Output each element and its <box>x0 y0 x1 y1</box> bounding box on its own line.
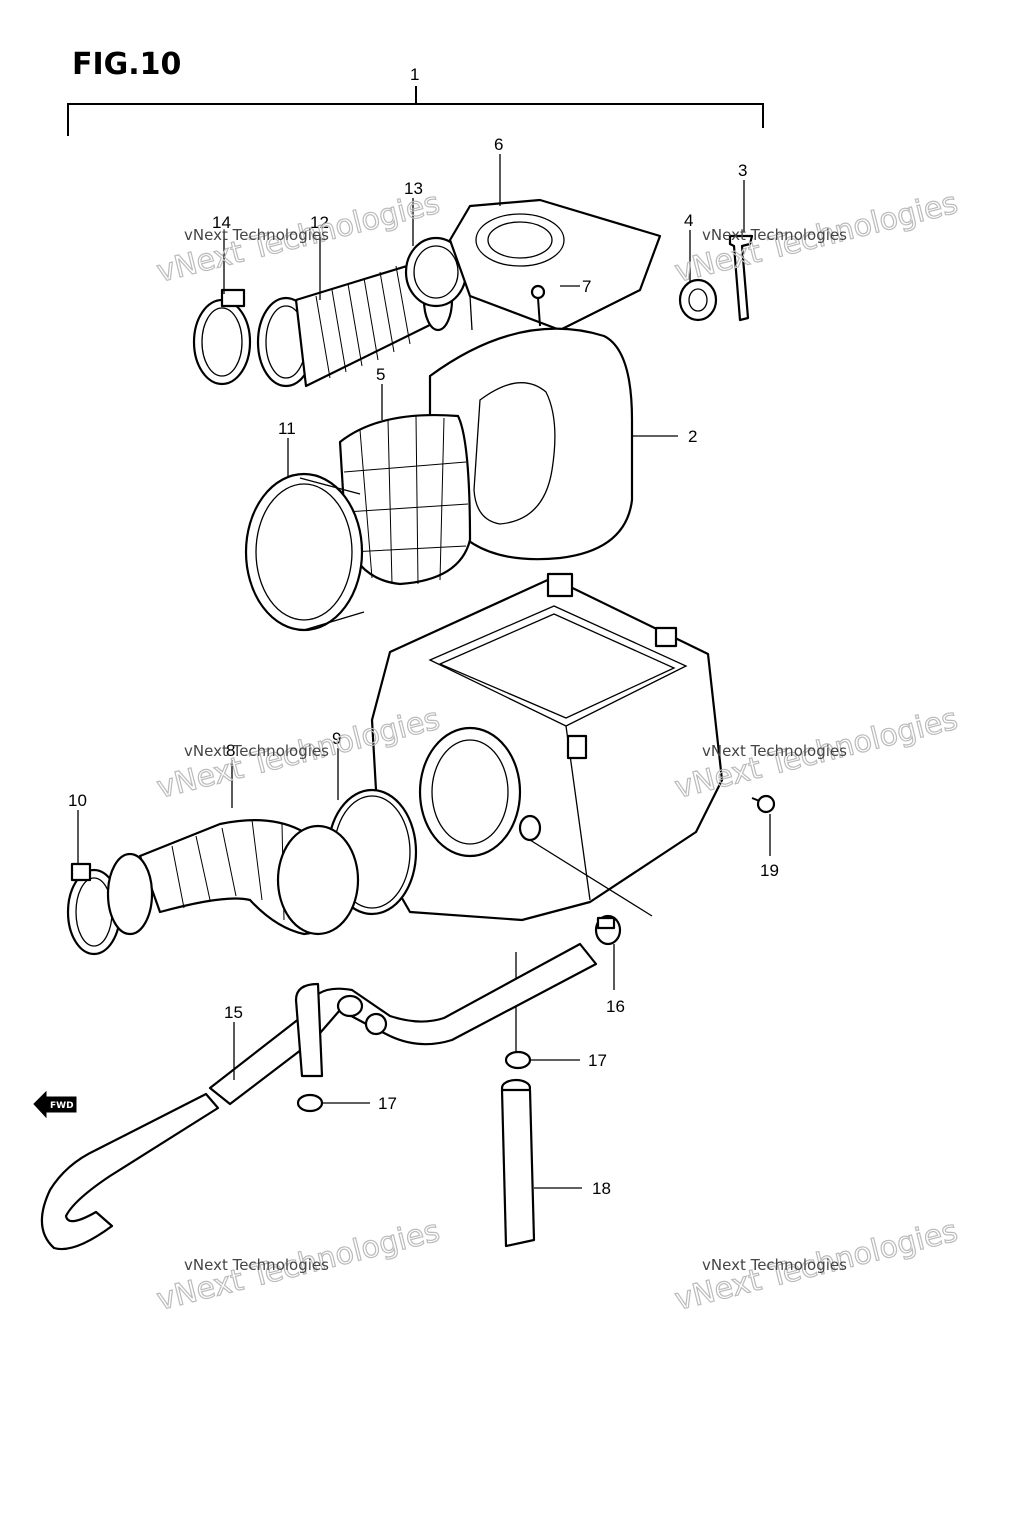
callout-18: 18 <box>592 1179 611 1198</box>
part-clamp-lower[interactable] <box>66 852 154 956</box>
callout-17-a: 17 <box>588 1051 607 1070</box>
callout-19: 19 <box>760 861 779 880</box>
callout-2: 2 <box>688 427 697 446</box>
part-air-box[interactable] <box>370 572 724 1060</box>
callout-7: 7 <box>582 277 591 296</box>
fwd-label: FWD <box>50 1101 74 1111</box>
callout-3: 3 <box>738 161 747 180</box>
watermark-small-3: vNext Technologies <box>184 742 329 760</box>
callout-12: 12 <box>310 213 329 232</box>
callout-15: 15 <box>224 1003 243 1022</box>
callout-4: 4 <box>684 211 693 230</box>
figure-title: FIG.10 <box>72 47 181 82</box>
part-clamp-upper[interactable] <box>192 288 252 386</box>
part-filter-cage[interactable] <box>338 413 472 586</box>
part-clip-17-a[interactable] <box>504 1050 532 1070</box>
callout-14: 14 <box>212 213 231 232</box>
callout-13: 13 <box>404 179 423 198</box>
part-clamp-16[interactable] <box>594 914 622 946</box>
part-screw-7[interactable] <box>530 284 546 327</box>
fwd-arrow-icon: FWD <box>33 1090 77 1119</box>
callout-9: 9 <box>332 729 341 748</box>
watermark-small-4: vNext Technologies <box>702 742 847 760</box>
watermark-small-1: vNext Technologies <box>184 226 329 244</box>
watermark-small-6: vNext Technologies <box>702 1256 847 1274</box>
callout-16: 16 <box>606 997 625 1016</box>
part-drain-hose[interactable] <box>40 942 598 1251</box>
callout-17-b: 17 <box>378 1094 397 1113</box>
part-clip-17-b[interactable] <box>296 1093 324 1113</box>
part-bolt-19[interactable] <box>751 794 776 814</box>
part-clip-3[interactable] <box>728 234 754 322</box>
part-inlet-duct[interactable] <box>138 819 360 936</box>
callout-1: 1 <box>410 65 419 84</box>
watermark-small-2: vNext Technologies <box>702 226 847 244</box>
callout-8: 8 <box>226 741 235 760</box>
leader-lines <box>77 154 771 1189</box>
callout-6: 6 <box>494 135 503 154</box>
part-intake-boot[interactable] <box>256 260 454 388</box>
callout-numbers: 1 2 3 4 5 6 7 8 9 10 11 12 13 14 15 16 1… <box>68 65 779 1198</box>
part-drain-tube[interactable] <box>500 1078 536 1248</box>
callout-5: 5 <box>376 365 385 384</box>
callout-10: 10 <box>68 791 87 810</box>
callout-11: 11 <box>278 419 296 438</box>
part-outer-ring[interactable] <box>244 472 365 632</box>
part-cover[interactable] <box>448 198 662 332</box>
watermark-small-5: vNext Technologies <box>184 1256 329 1274</box>
part-gasket-13[interactable] <box>404 236 468 308</box>
assembly-bracket <box>67 86 764 136</box>
part-grommet[interactable] <box>678 278 718 322</box>
